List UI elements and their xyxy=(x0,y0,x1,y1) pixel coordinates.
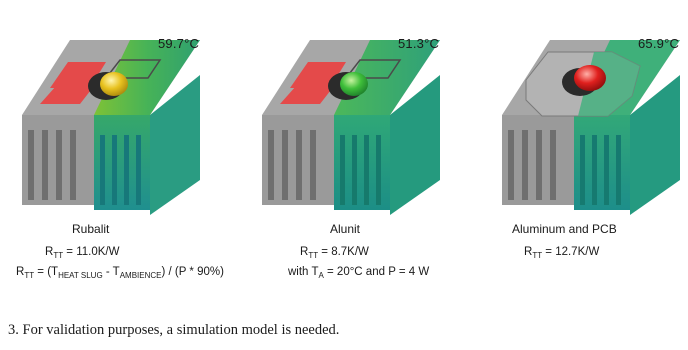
temperature-label: 65.9°C xyxy=(638,36,680,51)
temperature-label: 51.3°C xyxy=(398,36,440,51)
material-label: Rubalit xyxy=(72,222,110,236)
heatsink-render-aluminum-pcb xyxy=(502,40,680,215)
thermal-resistance: RTT = 11.0K/W xyxy=(45,246,120,260)
temperature-label: 59.7°C xyxy=(158,36,200,51)
thermal-resistance: RTT = 12.7K/W xyxy=(524,246,600,260)
material-label: Alunit xyxy=(330,222,361,236)
panel-aluminum-pcb: 65.9°C Aluminum and PCB RTT = 12.7K/W xyxy=(490,0,688,300)
figure-caption: 3. For validation purposes, a simulation… xyxy=(8,322,340,338)
material-label: Aluminum and PCB xyxy=(512,222,617,236)
panel-alunit: 51.3°C Alunit RTT = 8.7K/W with TA = 20°… xyxy=(250,0,480,300)
panel-rubalit: 59.7°C Rubalit RTT = 11.0K/W RTT = (THEA… xyxy=(10,0,240,300)
test-condition: with TA = 20°C and P = 4 W xyxy=(288,266,430,280)
heatsink-render-alunit xyxy=(262,40,440,215)
heatsink-render-rubalit xyxy=(22,40,200,215)
thermal-resistance-formula: RTT = (THEAT SLUG - TAMBIENCE) / (P * 90… xyxy=(16,266,224,280)
thermal-resistance: RTT = 8.7K/W xyxy=(300,246,369,260)
